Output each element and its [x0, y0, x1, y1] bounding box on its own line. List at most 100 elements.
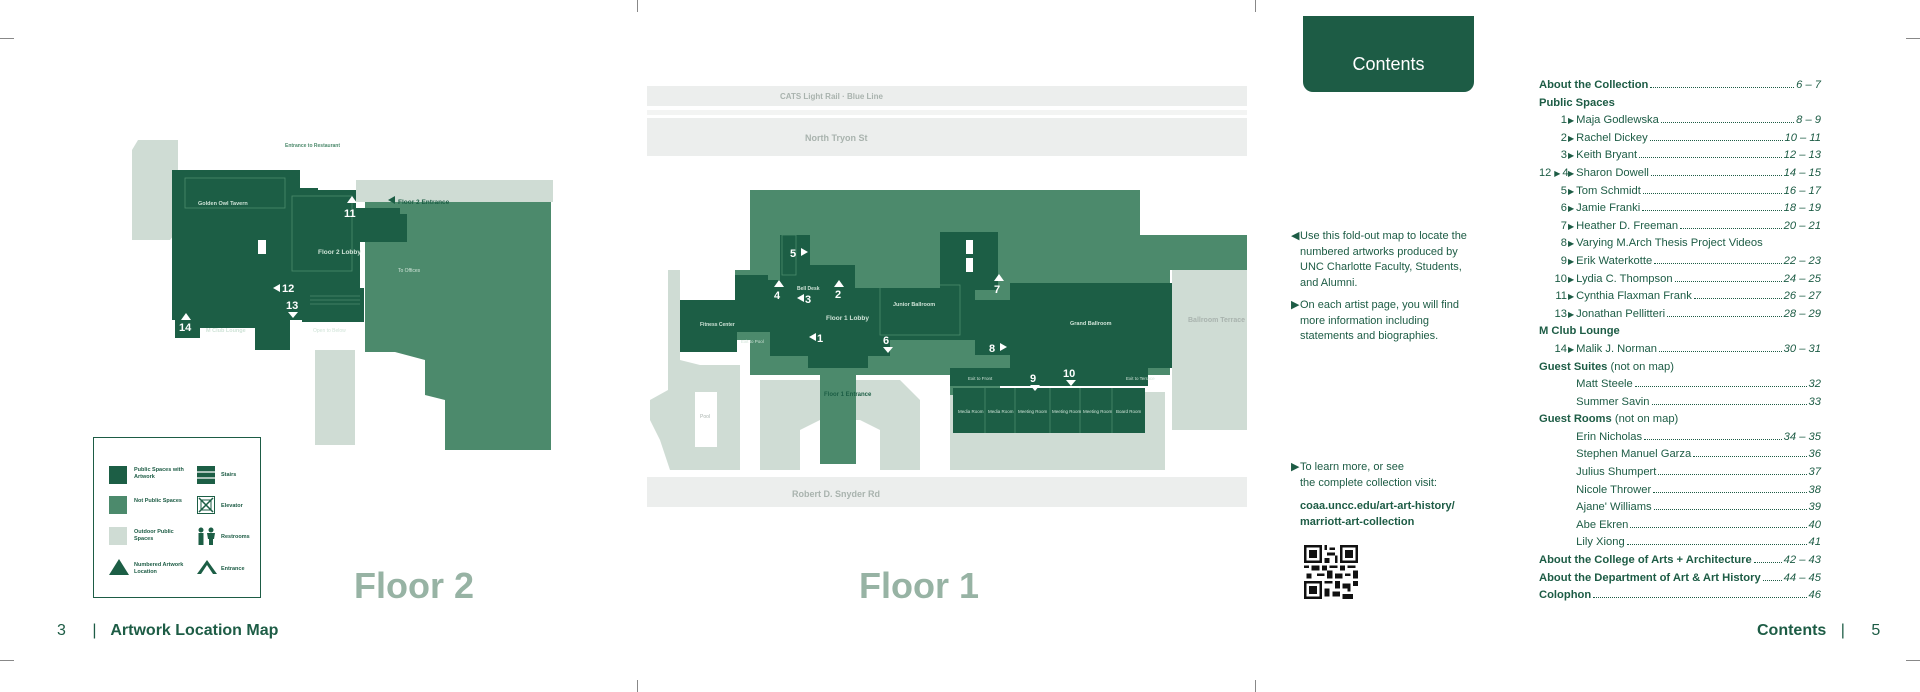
media-room-label-2: Media Room [988, 409, 1014, 414]
marker-11[interactable]: 11 [344, 208, 356, 220]
marker-7[interactable]: 7 [994, 284, 1000, 296]
trim-mark [1906, 38, 1920, 39]
contents-tab-label: Contents [1352, 53, 1425, 74]
grand-ballroom-area [1010, 283, 1172, 368]
toc-pages: 38 [1808, 483, 1821, 496]
toc-num-value: 5 [1560, 184, 1567, 197]
exit-terrace-label: Exit to Terrace [1126, 376, 1155, 381]
legend-numbered: Numbered Artwork Location [134, 562, 184, 575]
elevator-icon [197, 496, 215, 514]
toc-college[interactable]: About the College of Arts + Architecture… [1539, 552, 1821, 570]
board-room-label: Board Room [1116, 409, 1142, 414]
toc-num: 5 [1539, 183, 1567, 201]
trim-mark [637, 680, 638, 692]
toc-pages: 24 – 25 [1783, 272, 1821, 285]
restrooms-icon [198, 527, 215, 545]
toc-num-value: 8 [1560, 237, 1567, 250]
legend-elevator: Elevator [221, 503, 243, 509]
toc-num: 13 [1539, 306, 1567, 324]
entrance-restaurant-label: Entrance to Restaurant [285, 143, 340, 149]
marker-3[interactable]: 3 [805, 294, 811, 306]
marker-9[interactable]: 9 [1030, 373, 1036, 385]
marker-12[interactable]: 12 [282, 283, 294, 295]
instr-p1-text: Use this fold-out map to locate the numb… [1300, 230, 1467, 289]
toc-entry[interactable]: 8▶Varying M.Arch Thesis Project Videos [1539, 235, 1821, 253]
toc-label: Heather D. Freeman [1576, 219, 1679, 232]
driveway-loop [760, 380, 920, 470]
marker-10[interactable]: 10 [1063, 368, 1075, 380]
toc-pages: 8 – 9 [1796, 114, 1821, 127]
toc-num: 3 [1539, 147, 1567, 165]
marker-2[interactable]: 2 [835, 289, 841, 301]
marker-13[interactable]: 13 [286, 300, 298, 312]
toc-m-club: M Club Lounge [1539, 323, 1821, 341]
marker-3-icon [797, 294, 804, 302]
cats-label: CATS Light Rail · Blue Line [780, 92, 884, 101]
left-footer-title: Artwork Location Map [110, 622, 279, 639]
media-room-label: Media Room [958, 409, 984, 414]
toc-department[interactable]: About the Department of Art & Art Histor… [1539, 570, 1821, 588]
toc-pages: 37 [1808, 466, 1821, 479]
floor2-outdoor-bridge [315, 350, 355, 445]
marker-4[interactable]: 4 [774, 290, 781, 302]
toc-section-label: Public Spaces [1539, 96, 1615, 109]
marker-8[interactable]: 8 [989, 343, 995, 355]
floor2-title: Floor 2 [354, 565, 475, 606]
toc-num: 1 [1539, 112, 1567, 130]
url-line2[interactable]: marriott-art-collection [1300, 515, 1415, 528]
marker-1[interactable]: 1 [817, 333, 823, 345]
legend-public-art-swatch [109, 466, 127, 484]
marker-14[interactable]: 14 [179, 322, 192, 334]
instructions-p2: ▶On each artist page, you will find more… [1291, 299, 1459, 342]
entrance-walk [820, 372, 856, 464]
legend-not-public: Not Public Spaces [134, 498, 182, 504]
qr-code[interactable] [1304, 545, 1358, 599]
marker-6[interactable]: 6 [883, 335, 889, 347]
legend-not-public-swatch [109, 496, 127, 514]
toc-num: 12▶4 [1539, 166, 1569, 179]
marker-4-icon [774, 280, 784, 287]
floor2-entrance-label: Floor 2 Entrance [398, 199, 450, 206]
url-line1[interactable]: coaa.uncc.edu/art-art-history/ [1300, 500, 1455, 512]
toc-num-value: 13 [1554, 307, 1567, 320]
toc-num-value: 4 [1562, 166, 1569, 179]
toc-num-value: 6 [1560, 202, 1567, 215]
toc-label: Cynthia Flaxman Frank [1576, 290, 1692, 303]
floor2-not-public-area [365, 202, 551, 450]
north-tryon-label: North Tryon St [805, 133, 868, 143]
junior-ballroom-label: Junior Ballroom [893, 302, 935, 308]
toc-label: Tom Schmidt [1576, 184, 1641, 197]
marker-5[interactable]: 5 [790, 248, 796, 260]
m-club-label: M Club Lounge [206, 328, 246, 334]
meeting-room-label: Meeting Room [1018, 409, 1048, 414]
left-footer: 3 | Artwork Location Map [57, 622, 279, 639]
toc-section-label: Guest Rooms [1539, 413, 1612, 426]
legend-outdoor: Outdoor Public Spaces [134, 529, 174, 542]
toc-pages: 6 – 7 [1796, 79, 1821, 91]
toc-num: 8 [1539, 235, 1567, 253]
toc-label: Maja Godlewska [1576, 114, 1659, 127]
